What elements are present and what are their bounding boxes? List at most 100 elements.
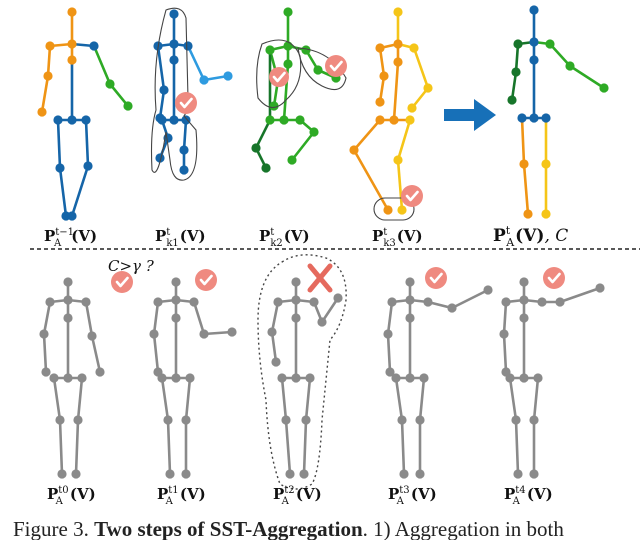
- skeleton-pose-k1: [153, 9, 233, 175]
- skeleton-bone: [166, 418, 172, 476]
- skeleton-joint: [415, 469, 425, 479]
- skeleton-joint: [385, 367, 395, 377]
- skeleton-joint: [71, 469, 81, 479]
- threshold-label: C>γ ?: [108, 257, 155, 275]
- skeleton-joint: [291, 373, 301, 383]
- check-badge-circle: [195, 269, 217, 291]
- check-badge-circle: [401, 185, 423, 207]
- skeleton-joint: [283, 59, 293, 69]
- overlay-layer: [111, 7, 565, 490]
- check-badge-icon: [401, 185, 423, 207]
- skeleton-bone: [202, 330, 234, 336]
- skeleton-joint: [415, 415, 425, 425]
- check-badge-circle: [325, 55, 347, 77]
- check-badge-icon: [175, 92, 197, 114]
- skeleton-bone: [514, 418, 520, 476]
- skeleton-bone: [514, 42, 520, 74]
- skeleton-bone: [418, 376, 426, 422]
- skeleton-joint: [67, 211, 77, 221]
- skeleton-joint: [523, 209, 533, 219]
- skeleton-bone: [412, 46, 430, 90]
- skeleton-bone: [352, 148, 390, 212]
- group-outline-k3-ankles: [373, 197, 415, 221]
- skeleton-bone: [58, 418, 64, 476]
- skeleton-joint: [169, 55, 179, 65]
- skeleton-gray-t4: [499, 277, 605, 479]
- skeleton-joint: [399, 469, 409, 479]
- skeleton-bone: [302, 418, 308, 476]
- skeleton-bone: [450, 288, 490, 310]
- skeleton-bone: [532, 376, 540, 422]
- skeleton-joint: [179, 165, 189, 175]
- skeleton-bone: [52, 376, 62, 422]
- skeleton-joint: [153, 367, 163, 377]
- skeleton-bone: [156, 44, 166, 92]
- skeleton-joint: [269, 101, 279, 111]
- skeleton-joint: [43, 71, 53, 81]
- skeleton-bone: [152, 300, 160, 336]
- skeleton-bone: [74, 418, 80, 476]
- skeleton-joint: [271, 357, 281, 367]
- skeleton-joint: [545, 39, 555, 49]
- skeleton-joint: [501, 297, 511, 307]
- skeleton-joint: [391, 373, 401, 383]
- skeleton-joint: [405, 313, 415, 323]
- skeleton-joint: [393, 57, 403, 67]
- skeleton-joint: [407, 103, 417, 113]
- check-mark: [329, 60, 343, 72]
- skeleton-joint: [555, 297, 565, 307]
- skeleton-joint: [159, 85, 169, 95]
- skeleton-pose-a-aggregated: [507, 5, 609, 219]
- skeleton-bone: [270, 330, 278, 364]
- skeleton-gray-t2: [267, 277, 343, 479]
- skeleton-bone: [90, 334, 102, 374]
- skeleton-joint: [199, 329, 209, 339]
- skeleton-joint: [301, 415, 311, 425]
- check-badge-icon: [425, 267, 447, 289]
- check-mark: [179, 97, 193, 109]
- skeleton-joint: [273, 297, 283, 307]
- check-badge-circle: [111, 271, 133, 293]
- skeleton-joint: [169, 39, 179, 49]
- skeleton-bone: [108, 82, 130, 108]
- skeleton-joint: [513, 39, 523, 49]
- skeleton-joint: [63, 313, 73, 323]
- skeleton-bone: [280, 376, 288, 422]
- skeleton-joint: [375, 97, 385, 107]
- skeleton-bone: [502, 300, 508, 336]
- skeleton-bone: [152, 332, 160, 374]
- skeleton-joint: [519, 295, 529, 305]
- skeleton-pose-k2: [251, 7, 341, 173]
- skeleton-bone: [522, 162, 530, 216]
- skeleton-joint: [397, 205, 407, 215]
- skeleton-joint: [123, 101, 133, 111]
- skeleton-joint: [507, 95, 517, 105]
- skeleton-joint: [423, 297, 433, 307]
- skeleton-joint: [383, 205, 393, 215]
- skeleton-joint: [77, 373, 87, 383]
- skeleton-joint: [105, 79, 115, 89]
- skeleton-bone: [84, 118, 90, 168]
- skeleton-joint: [251, 143, 261, 153]
- skeleton-bone: [70, 164, 90, 218]
- skeleton-joint: [447, 303, 457, 313]
- skeleton-joint: [533, 373, 543, 383]
- skeleton-joint: [63, 295, 73, 305]
- skeleton-joint: [171, 277, 181, 287]
- skeleton-bone: [76, 376, 84, 422]
- skeleton-joint: [265, 115, 275, 125]
- skeleton-joint: [279, 115, 289, 125]
- check-badge-icon: [325, 55, 347, 77]
- skeleton-joint: [529, 5, 539, 15]
- skeleton-joint: [63, 277, 73, 287]
- skeleton-bone: [192, 300, 206, 336]
- skeleton-bone: [396, 158, 404, 212]
- skeleton-joint: [419, 373, 429, 383]
- skeleton-joint: [157, 115, 167, 125]
- skeleton-bone: [42, 332, 48, 374]
- skeleton-bone: [46, 44, 52, 78]
- check-badge-icon: [111, 271, 133, 293]
